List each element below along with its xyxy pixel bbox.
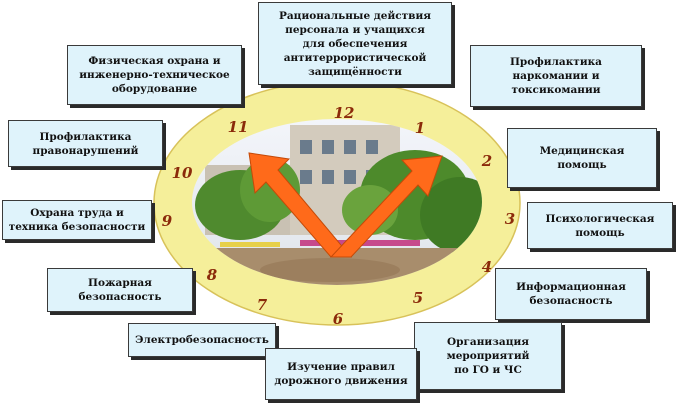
clock-number-7: 7	[257, 296, 268, 314]
topic-labor-safety-box[interactable]: Охрана труда и техника безопасности	[2, 200, 152, 240]
topic-psychological-help-box[interactable]: Психологическая помощь	[527, 202, 673, 249]
topic-fire-safety-box[interactable]: Пожарная безопасность	[47, 268, 193, 312]
topic-drug-prevention-box[interactable]: Профилактика наркомании и токсикомании	[470, 45, 642, 107]
clock-number-12: 12	[334, 104, 355, 122]
clock-numbers: 12 1 2 3 4 5 6 7 8 9 10 11	[162, 104, 515, 328]
clock-number-9: 9	[162, 212, 173, 230]
left-clock-hand-arrow	[248, 152, 353, 258]
clock-number-3: 3	[505, 210, 515, 228]
clock-number-10: 10	[172, 164, 193, 182]
topic-medical-help-box[interactable]: Медицинская помощь	[507, 128, 657, 188]
clock-number-8: 8	[207, 266, 218, 284]
topic-offense-prevention-box[interactable]: Профилактика правонарушений	[8, 120, 163, 167]
clock-number-6: 6	[333, 310, 344, 328]
topic-electrical-safety-box[interactable]: Электробезопасность	[128, 323, 276, 357]
topic-antiterror-box[interactable]: Рациональные действия персонала и учащих…	[258, 2, 452, 85]
topic-civil-defense-box[interactable]: Организация мероприятий по ГО и ЧС	[414, 322, 562, 390]
topic-information-security-box[interactable]: Информационная безопасность	[495, 268, 647, 320]
topic-physical-security-box[interactable]: Физическая охрана и инженерно-техническо…	[67, 45, 242, 105]
right-clock-hand-arrow	[329, 155, 443, 258]
clock-number-2: 2	[481, 152, 492, 170]
clock-number-11: 11	[228, 118, 249, 136]
clock-number-5: 5	[413, 289, 423, 307]
clock-number-4: 4	[482, 258, 492, 276]
topic-traffic-rules-box[interactable]: Изучение правил дорожного движения	[265, 348, 417, 400]
clock-number-1: 1	[415, 119, 425, 137]
